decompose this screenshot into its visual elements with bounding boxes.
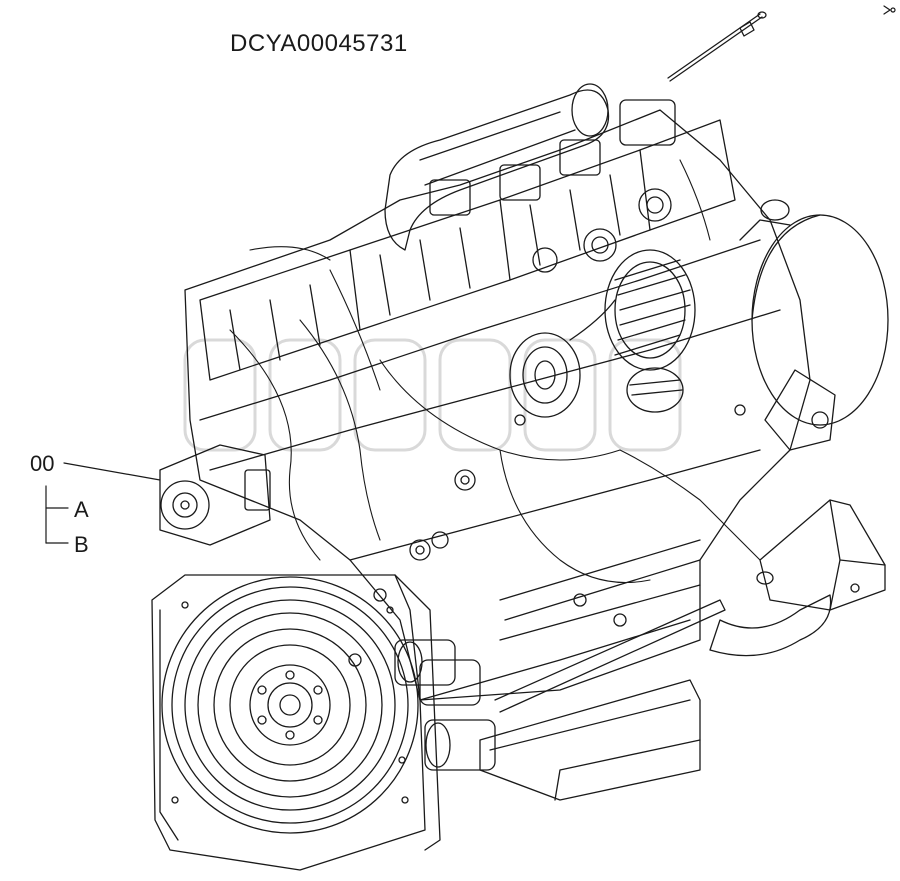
document-id: DCYA00045731 xyxy=(230,30,408,57)
engine-mount-right xyxy=(759,499,886,611)
turbocharger xyxy=(509,249,696,418)
watermark xyxy=(183,338,682,452)
callout-a[interactable]: A xyxy=(74,497,89,522)
callout-leaders xyxy=(45,462,161,544)
filter-housings xyxy=(394,639,496,771)
wiring-harness xyxy=(229,159,761,583)
flywheel xyxy=(161,576,419,834)
exhaust-pipe xyxy=(709,571,832,657)
injector-housings xyxy=(429,99,676,273)
dipstick xyxy=(667,11,767,82)
callout-b[interactable]: B xyxy=(74,532,89,557)
crankcase-ribs xyxy=(494,539,726,713)
bolts xyxy=(348,404,746,667)
flywheel-housing xyxy=(151,574,441,871)
fuel-pump xyxy=(159,444,271,546)
oil-pan xyxy=(479,679,701,801)
exhaust-outlet xyxy=(739,199,889,451)
engine-block xyxy=(184,109,811,701)
corner-mark-icon xyxy=(883,5,896,15)
intake-pipe xyxy=(384,83,610,251)
callout-00[interactable]: 00 xyxy=(30,451,55,476)
